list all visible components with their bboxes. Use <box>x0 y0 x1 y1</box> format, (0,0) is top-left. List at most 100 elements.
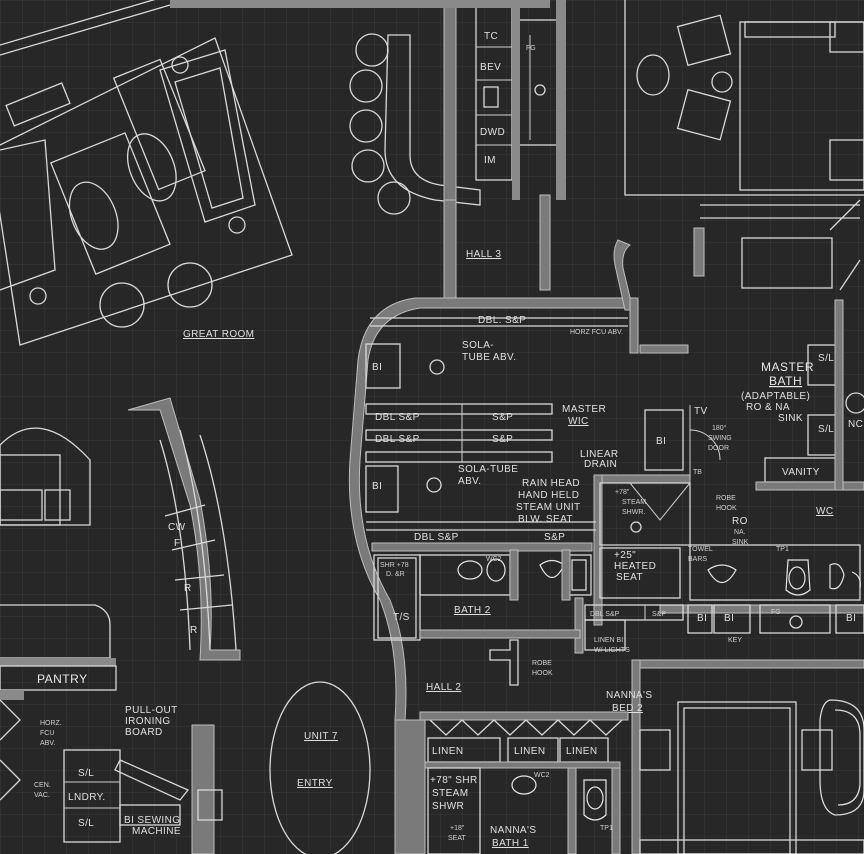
linen-2-label: LINEN <box>514 746 545 757</box>
sewing-b: MACHINE <box>132 826 181 837</box>
pullout-b: IRONING <box>125 716 171 727</box>
nannas-bath <box>419 711 629 854</box>
sola-tube-1b: TUBE ABV. <box>462 352 516 363</box>
vanity-label: VANITY <box>782 467 820 478</box>
bev-label: BEV <box>480 62 501 73</box>
sp-3-label: S&P <box>652 611 666 618</box>
im-label: IM <box>484 155 496 166</box>
entry-label: ENTRY <box>297 778 333 789</box>
dwd-label: DWD <box>480 127 505 138</box>
nannas-bath-a: NANNA'S <box>490 825 536 836</box>
tb-label: TB <box>693 469 702 476</box>
dbl-sp-3-label: DBL S&P <box>590 611 620 618</box>
key-label: KEY <box>728 637 742 644</box>
tp-1-label: TP1 <box>776 546 789 553</box>
steam-shwr-b: STEAM <box>622 499 646 506</box>
dbl-sp-top-label: DBL. S&P <box>478 315 526 326</box>
dbl-sp-1-label: DBL S&P <box>375 412 420 423</box>
sl-4-label: S/L <box>78 818 94 829</box>
master-bath-e: SINK <box>778 413 803 424</box>
pantry-laundry <box>0 427 190 843</box>
rain-head-label: RAIN HEAD <box>522 478 580 489</box>
sl-3-label: S/L <box>78 768 94 779</box>
hall-3-label: HALL 3 <box>466 249 501 260</box>
robe-hook-2b: HOOK <box>532 670 553 677</box>
seat-a: +18" <box>450 825 465 832</box>
steam-shwr-a: +78" <box>615 489 630 496</box>
bi-label-5: BI <box>724 613 734 624</box>
sola-tube-2b: ABV. <box>458 476 481 487</box>
heated-seat-c: SEAT <box>616 572 643 583</box>
pullout-a: PULL-OUT <box>125 705 178 716</box>
blw-seat-label: BLW. SEAT <box>518 514 573 525</box>
steam-shwr2-c: SHWR <box>432 801 464 812</box>
heated-seat-b: HEATED <box>614 561 656 572</box>
steam-shwr2-b: STEAM <box>432 788 468 799</box>
bath-2 <box>373 549 592 686</box>
bi-label-6: BI <box>846 613 856 624</box>
master-bath-c: (ADAPTABLE) <box>741 391 810 402</box>
master-closet-walls <box>348 239 691 721</box>
swing-door-b: SWING <box>708 435 732 442</box>
sl-1-label: S/L <box>818 353 834 364</box>
sl-2-label: S/L <box>818 424 834 435</box>
cen-vac-b: VAC. <box>34 792 50 799</box>
linen-3-label: LINEN <box>566 746 597 757</box>
closet-shelves <box>365 317 684 531</box>
linen-shelving <box>584 604 864 651</box>
robe-hook-1a: ROBE <box>716 495 736 502</box>
steam-unit-label: STEAM UNIT <box>516 502 581 513</box>
dbl-sp-2-label: DBL S&P <box>375 434 420 445</box>
sewing-a: BI SEWING <box>124 815 180 826</box>
dbl-sp-bottom-label: DBL S&P <box>414 532 459 543</box>
great-room-label: GREAT ROOM <box>183 329 254 340</box>
kitchen-appliances <box>170 0 566 306</box>
nannas-bath-b: BATH 1 <box>492 838 529 849</box>
towel-bars-b: BARS <box>688 556 707 563</box>
sola-tube-2a: SOLA-TUBE <box>458 464 518 475</box>
tv-label: TV <box>694 406 708 417</box>
linen-bi-b: W/ LIGHTS <box>594 647 630 654</box>
swing-door-a: 180° <box>712 424 727 432</box>
heated-seat-a: +25" <box>614 550 636 561</box>
kitchen-island <box>349 33 481 215</box>
ts-label: T/S <box>393 612 410 623</box>
master-bath-b: BATH <box>769 374 802 388</box>
linen-1-label: LINEN <box>432 746 463 757</box>
seat-b: SEAT <box>448 835 466 842</box>
sp-1-label: S&P <box>492 412 513 423</box>
shr-78-a: SHR +78 <box>380 562 409 569</box>
f-label: F <box>174 538 181 549</box>
wc-label: WC <box>816 506 833 517</box>
steam-shwr-c: SHWR. <box>622 509 645 516</box>
curved-cabinetry <box>127 397 241 854</box>
ro-na-sink-c: SINK <box>732 539 749 546</box>
steam-shwr2-a: +78" SHR <box>430 775 478 786</box>
nc-label: NC <box>848 419 863 430</box>
hall-2-label: HALL 2 <box>426 682 461 693</box>
r-2-label: R <box>190 625 198 636</box>
horz-fcu-2b: FCU <box>40 730 54 737</box>
fg-label-bottom: FG <box>771 609 781 616</box>
tc-label: TC <box>484 31 498 42</box>
tp-2-label: TP1 <box>600 825 613 832</box>
master-bath-fixtures <box>659 299 864 614</box>
bath-2-label: BATH 2 <box>454 605 491 616</box>
master-bedroom-furniture <box>624 0 864 291</box>
robe-hook-2a: ROBE <box>532 660 552 667</box>
wc2-1-label: WC2 <box>486 556 502 563</box>
ro-na-sink-b: NA. <box>734 529 746 536</box>
master-bath-d: RO & NA <box>746 402 790 413</box>
sp-2-label: S&P <box>492 434 513 445</box>
bi-label-2: BI <box>372 481 382 492</box>
bi-label-4: BI <box>697 613 707 624</box>
unit-7-label: UNIT 7 <box>304 731 338 742</box>
master-bath-a: MASTER <box>761 360 814 374</box>
horz-fcu-2a: HORZ. <box>40 720 62 727</box>
cen-vac-a: CEN. <box>34 782 51 789</box>
sola-tube-1a: SOLA- <box>462 340 494 351</box>
ro-na-sink-a: RO <box>732 516 748 527</box>
bi-label-3: BI <box>656 436 666 447</box>
shr-78-b: D. &R <box>386 571 405 578</box>
